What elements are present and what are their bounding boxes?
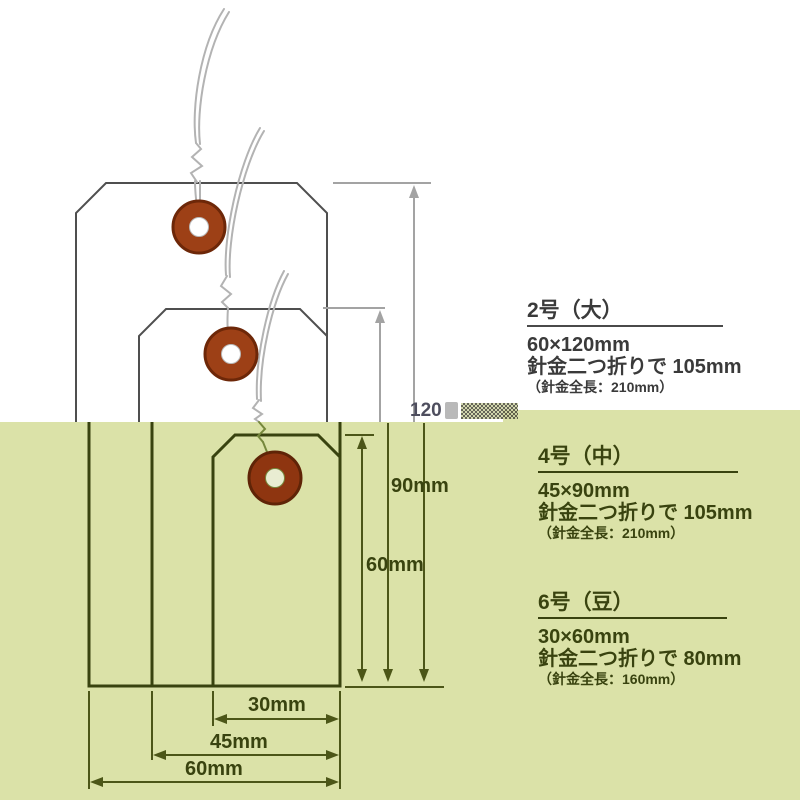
arrow-left-45 [153,750,166,760]
spec-size: 60×120mm [527,334,630,356]
tag-outlines-bottom [87,422,342,688]
spec-wire: 針金二つ折りで 80mm [538,648,742,670]
wire-small-twist-lower [256,421,267,443]
eyelet-small-hole [265,468,285,488]
eyelet-large-hole [189,217,209,237]
spec-wire-total: （針金全長：210mm） [538,525,685,541]
wire-large-twist [189,142,204,183]
tag-outline-small [211,433,342,686]
dim-label-90mm: 90mm [391,475,449,497]
spec-block-no4: 4号（中） 45×90mm 針金二つ折りで 105mm （針金全長：210mm） [538,446,753,543]
tag-outline-large [75,182,328,422]
spec-title: 2号（大） [527,299,623,322]
dim-label-120-corrupted: 120 [410,401,518,420]
dim-label-60mm-vertical: 60mm [366,554,424,576]
dim-label-30mm: 30mm [248,694,306,716]
arrow-down-60 [357,669,367,682]
artifact-blob [444,402,458,419]
spec-size: 30×60mm [538,626,630,648]
dim-label-45mm: 45mm [210,731,268,753]
wire-medium-strand [224,127,261,276]
wire-medium-strand [228,130,265,278]
arrow-right-45 [326,750,339,760]
spec-wire: 針金二つ折りで 105mm [527,356,742,378]
wire-small-strand [259,273,289,402]
wire-small-twist [251,399,264,423]
arrow-down-120 [419,669,429,682]
arrow-left-30 [214,714,227,724]
arrow-up-90 [375,310,385,323]
eyelet-medium-hole [221,344,241,364]
dim-label-120: 120 [410,400,442,421]
spec-underline [538,471,738,473]
tag-outlines-top [75,182,328,422]
dim-arrows-olive [90,436,429,787]
wire-small-strand [255,270,285,400]
dims-olive [88,423,444,789]
spec-block-no6: 6号（豆） 30×60mm 針金二つ折りで 80mm （針金全長：160mm） [538,592,741,689]
arrow-up-120 [409,185,419,198]
arrow-up-60 [357,436,367,449]
spec-title: 4号（中） [538,445,634,468]
spec-wire-total: （針金全長：210mm） [527,379,674,395]
spec-block-no2: 2号（大） 60×120mm 針金二つ折りで 105mm （針金全長：210mm… [527,300,742,397]
dim-arrows-gray [375,185,419,323]
green-background-strip [503,410,800,423]
spec-wire: 針金二つ折りで 105mm [538,502,753,524]
spec-underline [538,617,727,619]
tag-outline-medium [138,308,328,422]
artifact-noise [460,402,518,419]
dim-label-60mm-horizontal: 60mm [185,758,243,780]
arrow-right-30 [326,714,339,724]
green-background-panel [0,422,800,800]
spec-wire-total: （針金全長：160mm） [538,671,685,687]
dims-gray [323,182,431,422]
spec-size: 45×90mm [538,480,630,502]
arrow-right-60 [326,777,339,787]
wire-large-strand [193,8,225,144]
wire-medium-twist [219,275,233,309]
eyelets [171,199,303,506]
arrow-left-60 [90,777,103,787]
spec-underline [527,325,723,327]
spec-title: 6号（豆） [538,591,634,614]
arrow-down-90 [383,669,393,682]
wire-large-strand [198,11,230,145]
